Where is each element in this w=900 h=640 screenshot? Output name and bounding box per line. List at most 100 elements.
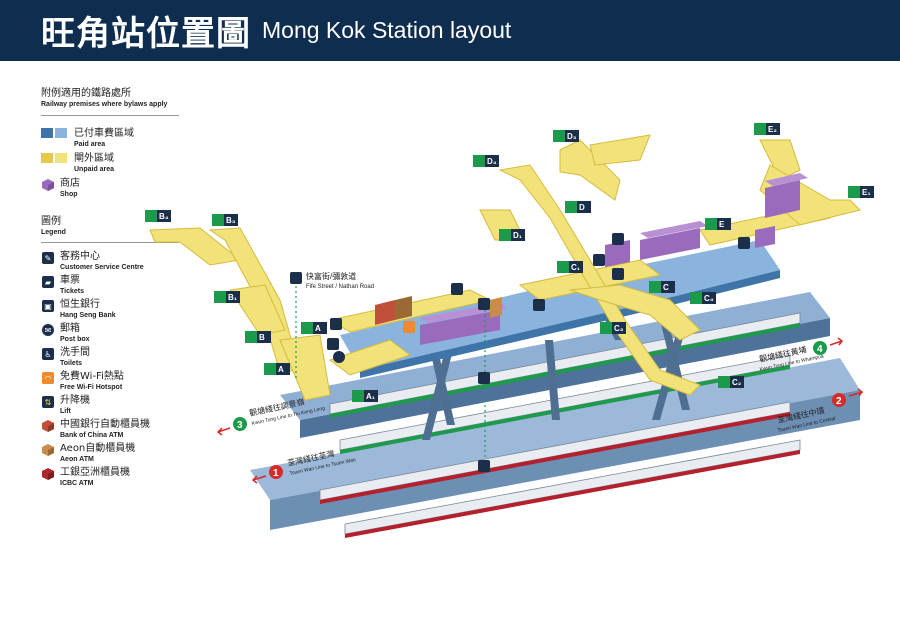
exit-label: D₄ <box>487 157 497 166</box>
bylaws-title-en: Railway premises where bylaws apply <box>41 101 168 108</box>
platform-label-en: Kwun Tong Line to Tiu Keng Leng <box>251 406 326 427</box>
platform-label-zh: 荃灣綫往荃灣 <box>286 448 335 468</box>
train-upper-1 <box>329 312 801 418</box>
exit-marker[interactable]: E <box>705 218 731 230</box>
lift-icon <box>290 272 302 284</box>
legend-item-wifi: ◠ 免費Wi-Fi熱點 Free Wi-Fi Hotspot <box>41 371 124 392</box>
concourse-paid-area <box>340 240 780 378</box>
platform-label-en: Tsuen Wan Line to Central <box>777 416 836 434</box>
platform-number: 2 <box>836 396 842 407</box>
post-box-icon <box>333 351 345 363</box>
customer-service-icon <box>612 268 624 280</box>
paid-area-zh: 已付車費區域 <box>74 128 134 139</box>
exit-marker[interactable]: B₄ <box>145 210 171 222</box>
support-columns <box>422 320 690 440</box>
exit-marker[interactable]: C₃ <box>600 322 626 334</box>
upper-platform <box>280 292 830 438</box>
exit-label: C₁ <box>571 263 581 272</box>
legend-label-zh: 免費Wi-Fi熱點 <box>60 371 124 382</box>
platform-number: 4 <box>817 344 823 355</box>
lift-icon: ⇅ <box>42 396 54 408</box>
lift-lines <box>295 286 486 470</box>
exit-label: D₃ <box>567 132 577 141</box>
shop-icon <box>41 178 55 192</box>
lift-icon <box>478 460 490 472</box>
customer-service-icon: ✎ <box>42 252 54 264</box>
platform-label-zh: 觀塘綫往黃埔 <box>758 344 807 364</box>
exit-marker[interactable]: B₁ <box>214 291 240 303</box>
legend-label-en: Tickets <box>60 288 84 295</box>
legend-item-unpaid-area: 閘外區域 Unpaid area <box>41 153 114 174</box>
lift-icon <box>478 372 490 384</box>
exit-label: D <box>579 203 585 212</box>
legend-label-zh: 車票 <box>60 275 80 286</box>
exit-marker[interactable]: D₁ <box>499 229 525 241</box>
platform-label-zh: 荃灣綫往中環 <box>776 405 825 425</box>
legend-label-zh: 恒生銀行 <box>60 299 100 310</box>
exit-label: B₄ <box>159 212 169 221</box>
exit-marker[interactable]: B <box>245 331 271 343</box>
exit-marker[interactable]: D <box>565 201 591 213</box>
shop-zh: 商店 <box>60 178 80 189</box>
unpaid-area-en: Unpaid area <box>74 166 115 173</box>
exit-marker[interactable]: A <box>264 363 290 375</box>
wifi-icon: ◠ <box>42 372 54 384</box>
legend-label-en: Free Wi-Fi Hotspot <box>60 384 123 391</box>
platform-4-label: 4 觀塘綫往黃埔 Kwun Tong Line to Whampoa <box>758 337 844 373</box>
legend-label-zh: Aeon自動櫃員機 <box>60 443 136 454</box>
exit-label: E <box>719 220 725 229</box>
platform-number: 3 <box>237 420 243 431</box>
legend-label-en: Hang Seng Bank <box>60 312 116 319</box>
legend-heading: 圖例 Legend <box>41 216 66 237</box>
platform-2-label: 2 荃灣綫往中環 Tsuen Wan Line to Central <box>776 388 864 434</box>
exit-marker[interactable]: C₄ <box>690 292 716 304</box>
legend-item-tickets: ▰ 車票 Tickets <box>41 275 84 296</box>
legend-label-zh: 洗手間 <box>60 347 90 358</box>
lower-platform <box>250 358 860 530</box>
wifi-icon <box>403 321 415 333</box>
train-lower-2 <box>344 439 801 538</box>
page-title-en: Mong Kok Station layout <box>262 17 512 43</box>
toilet-icon <box>327 338 339 350</box>
exit-label: B₁ <box>228 293 238 302</box>
divider <box>41 115 179 116</box>
ticket-icon <box>330 318 342 330</box>
exit-marker[interactable]: C₂ <box>718 376 744 388</box>
ticket-icon: ▰ <box>42 276 54 288</box>
platform-1-label: 1 荃灣綫往荃灣 Tsuen Wan Line to Tsuen Wan <box>251 448 357 484</box>
unpaid-area-zh: 閘外區域 <box>74 153 114 164</box>
legend-label-en: Customer Service Centre <box>60 264 144 271</box>
legend-label-zh: 客務中心 <box>60 251 100 262</box>
paid-area-en: Paid area <box>74 141 106 148</box>
legend-label-en: ICBC ATM <box>60 480 94 487</box>
exit-label: C₄ <box>704 294 714 303</box>
exit-marker[interactable]: C₁ <box>557 261 583 273</box>
facility-icons <box>290 233 750 472</box>
exit-marker[interactable]: B₃ <box>212 214 238 226</box>
platform-3-label: 3 觀塘綫往調景嶺 Kwun Tong Line to Tiu Keng Len… <box>216 397 326 436</box>
platform-label-en: Tsuen Wan Line to Tsuen Wan <box>289 457 356 477</box>
exit-marker[interactable]: A₁ <box>352 390 378 402</box>
boc-atm-icon <box>41 419 55 433</box>
legend-label-en: Bank of China ATM <box>60 432 124 439</box>
customer-service-icon <box>451 283 463 295</box>
legend-label-zh: 中國銀行自動櫃員機 <box>60 419 150 430</box>
platform-label-en: Kwun Tong Line to Whampoa <box>759 353 824 372</box>
exit-marker[interactable]: A <box>301 322 327 334</box>
aeon-atm-icon <box>41 443 55 457</box>
street-label-en: Fife Street / Nathan Road <box>306 284 374 290</box>
exit-marker[interactable]: C <box>649 281 675 293</box>
exit-marker[interactable]: D₄ <box>473 155 499 167</box>
legend-label-en: Aeon ATM <box>60 456 94 463</box>
ticket-icon <box>738 237 750 249</box>
train-upper-2 <box>339 354 791 454</box>
exit-marker[interactable]: E₂ <box>754 123 780 135</box>
street-label: 快富街/彌敦道 Fife Street / Nathan Road <box>306 271 374 290</box>
legend-item-aeon-atm: Aeon自動櫃員機 Aeon ATM <box>41 443 135 464</box>
train-lower-1 <box>319 401 791 504</box>
exit-marker[interactable]: D₃ <box>553 130 579 142</box>
exit-marker[interactable]: E₁ <box>848 186 874 198</box>
